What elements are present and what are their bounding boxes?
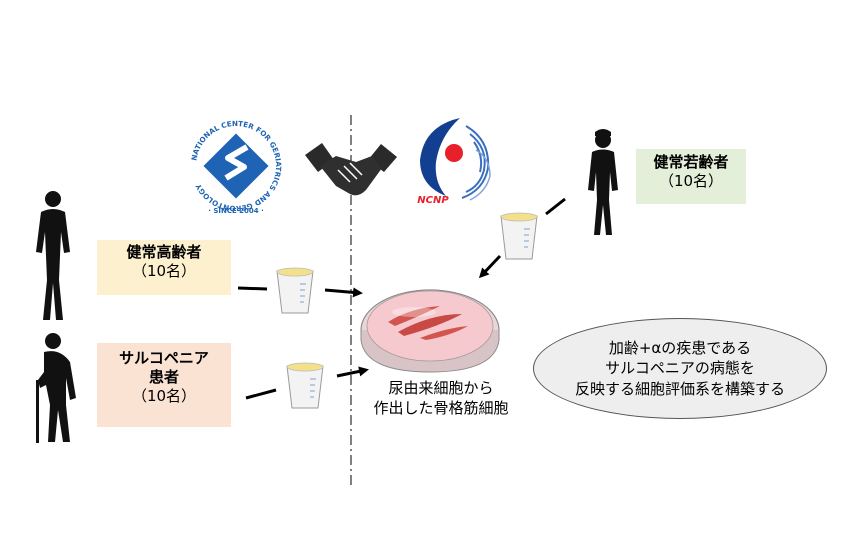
elderly-group-count: （10名） [131, 261, 197, 280]
cell-caption: 尿由来細胞から 作出した骨格筋細胞 [336, 378, 546, 419]
arrow-young [478, 254, 502, 279]
petri-dish-icon [360, 289, 500, 373]
young-group-box: 健常若齢者 （10名） [636, 149, 746, 204]
connector-elderly [237, 286, 268, 291]
ncnp-logo: NCNP [417, 118, 491, 206]
goal-line3: 反映する細胞評価系を構築する [574, 379, 785, 398]
young-person-icon [588, 129, 618, 235]
connector-sarcopenia [245, 388, 277, 400]
ncgg-since-text: · SINCE 2004 · [208, 207, 264, 215]
handshake-icon [305, 143, 397, 196]
connector-young [545, 197, 566, 216]
young-group-count: （10名） [658, 171, 724, 190]
urine-cup-elderly [276, 267, 314, 314]
sarcopenia-group-title-1: サルコペニア [119, 349, 209, 367]
young-group-title: 健常若齢者 [653, 153, 729, 171]
elderly-group-box: 健常高齢者 （10名） [97, 240, 231, 295]
sarcopenia-patient-icon [36, 333, 76, 443]
elderly-group-title: 健常高齢者 [126, 243, 202, 261]
cell-caption-line1: 尿由来細胞から [388, 379, 494, 397]
sarcopenia-group-box: サルコペニア 患者 （10名） [97, 343, 231, 427]
arrow-elderly [324, 287, 363, 298]
sarcopenia-group-title-2: 患者 [148, 367, 179, 386]
urine-cup-young [500, 212, 538, 260]
goal-line2: サルコペニアの病態を [605, 359, 755, 378]
goal-ellipse: 加齢+αの疾患である サルコペニアの病態を 反映する細胞評価系を構築する [533, 318, 827, 419]
urine-cup-sarcopenia [286, 362, 324, 409]
elderly-person-icon [36, 191, 70, 320]
sarcopenia-group-count: （10名） [131, 386, 197, 405]
ncgg-logo: NATIONAL CENTER FOR GERIATRICS AND GERON… [188, 118, 284, 215]
cell-caption-line2: 作出した骨格筋細胞 [373, 399, 509, 418]
ncnp-text: NCNP [417, 195, 449, 206]
arrow-sarcopenia [336, 366, 369, 378]
goal-line1: 加齢+αの疾患である [608, 339, 752, 358]
